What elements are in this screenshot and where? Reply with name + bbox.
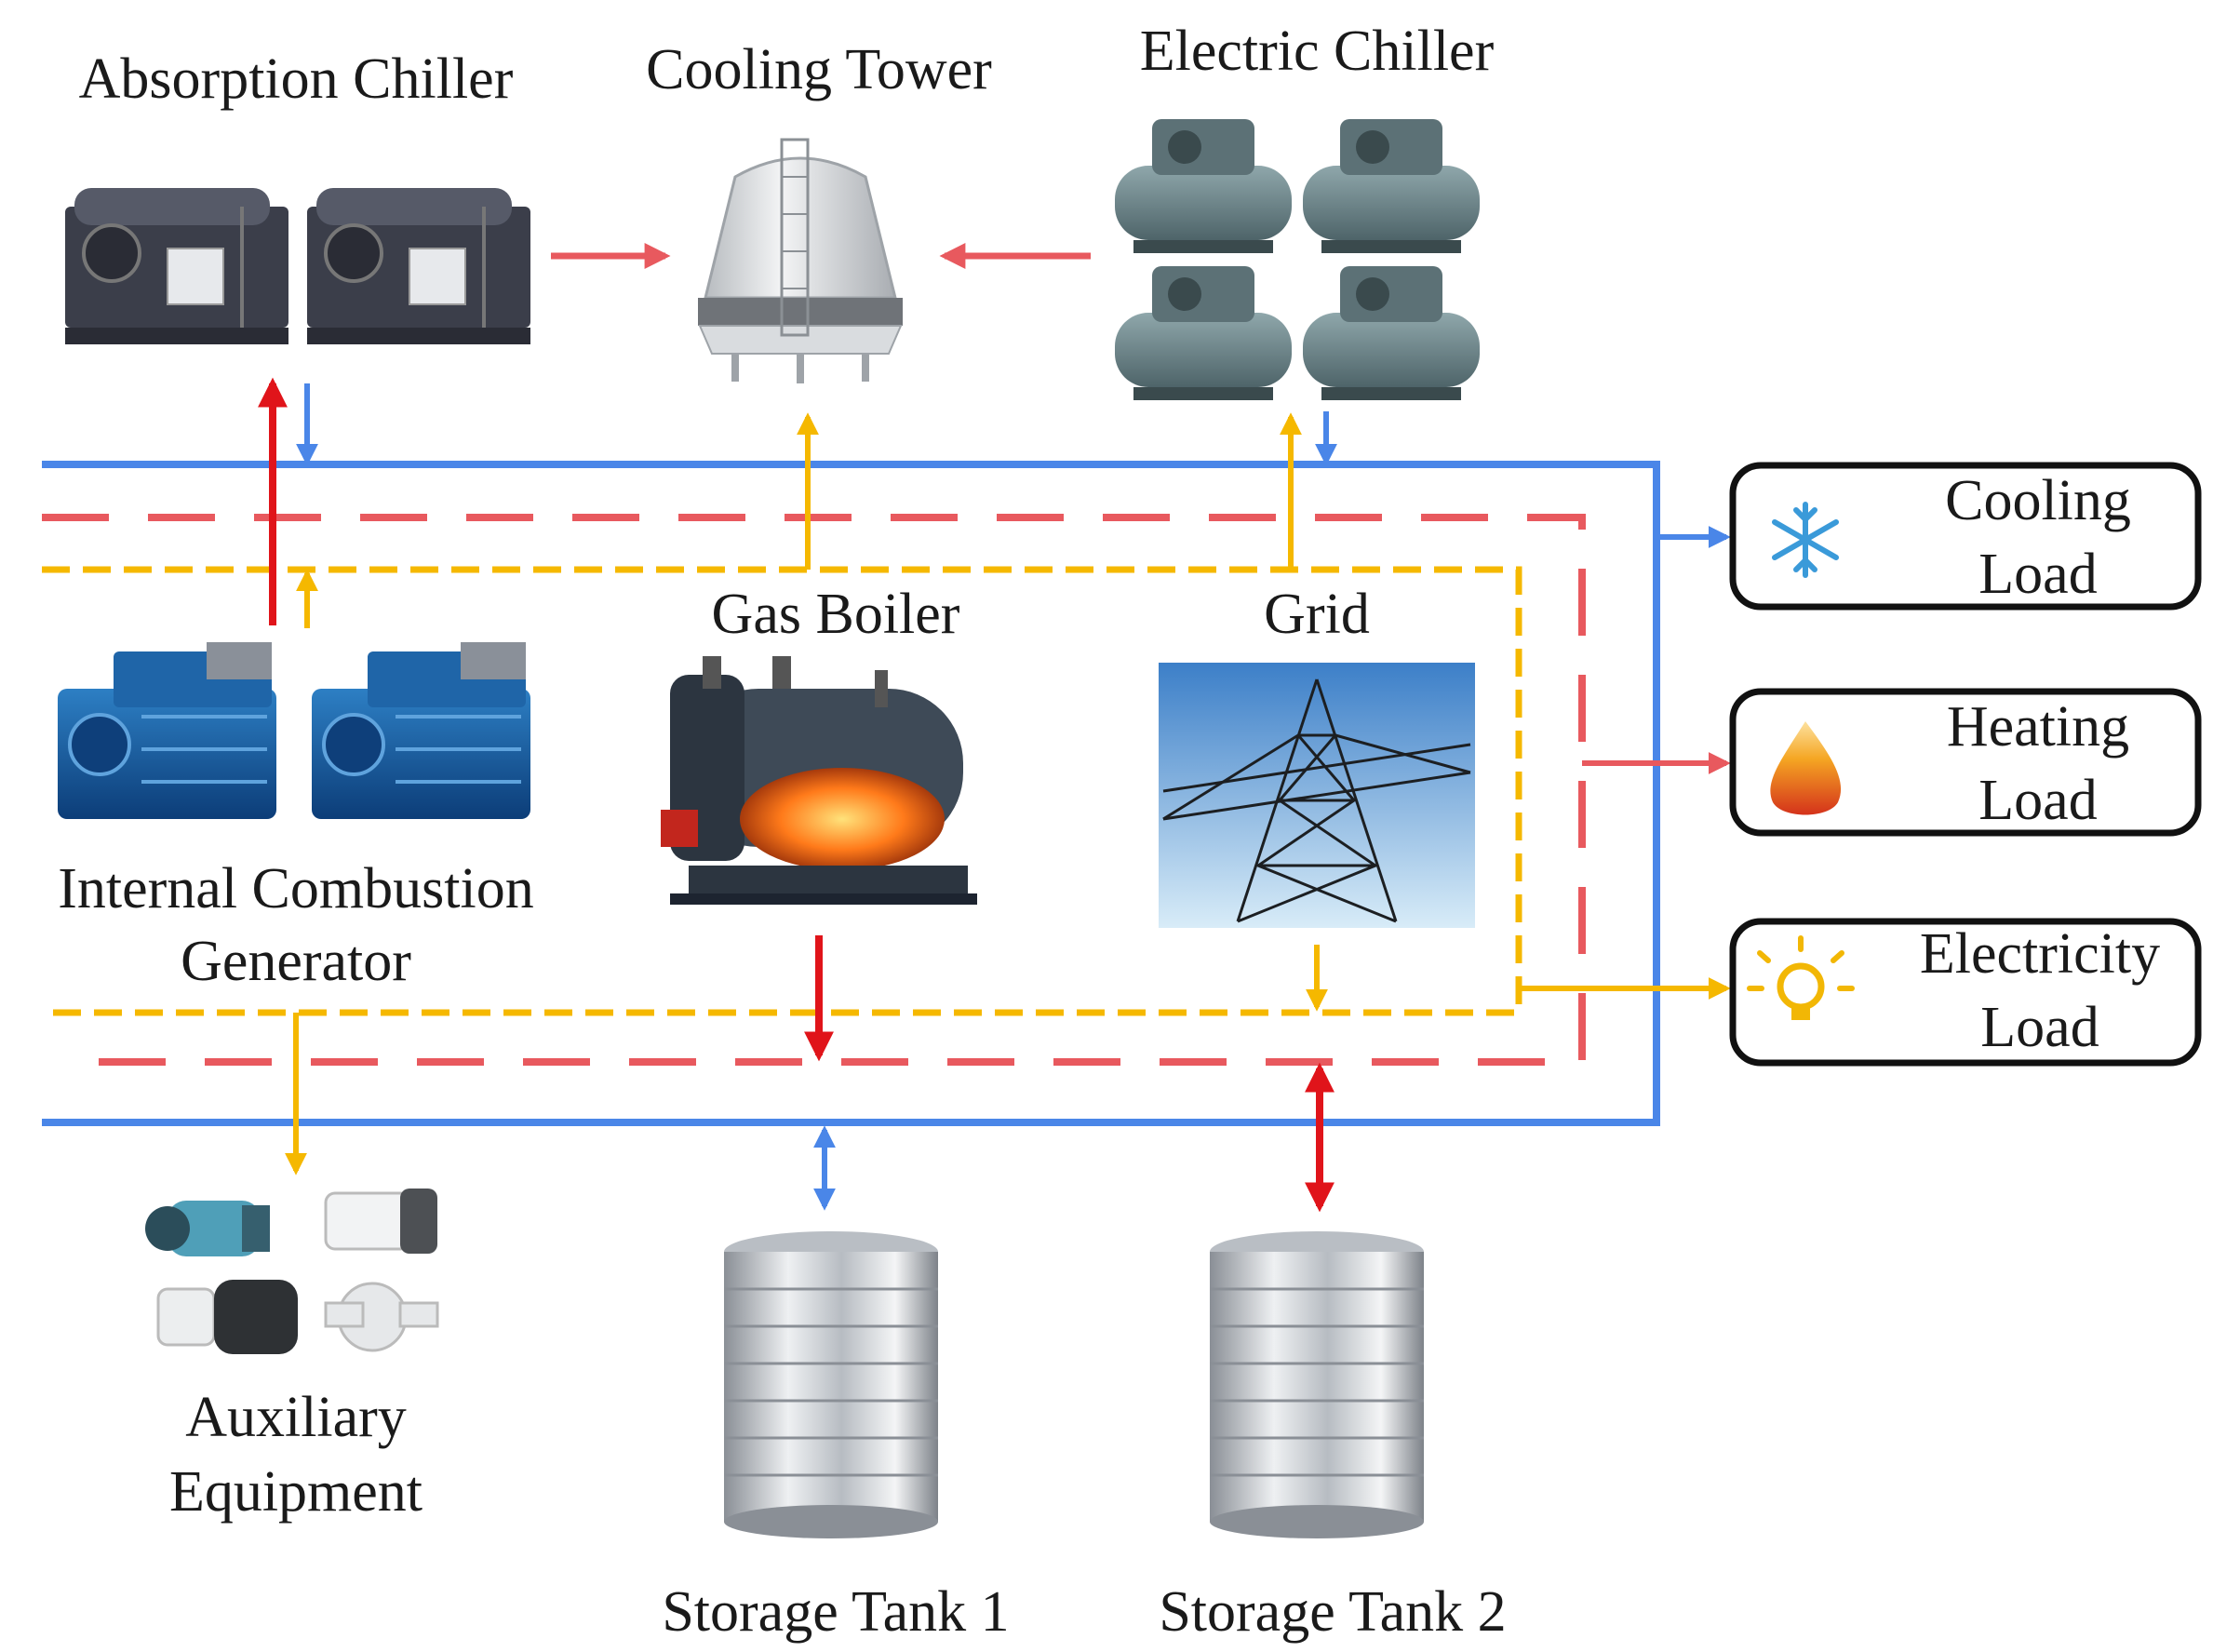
ice-generator-label-line2: Generator [181,930,411,993]
cooling-load-line1: Cooling [1945,469,2131,532]
storage-tank-1-image [724,1231,938,1538]
heating-load-line2: Load [1978,769,2097,832]
lightbulb-icon [1747,935,1855,1020]
storage-tank-2-image [1210,1231,1424,1538]
storage-tank-2-label: Storage Tank 2 [1159,1580,1506,1644]
gas-boiler-label: Gas Boiler [712,583,960,646]
electricity-load-line1: Electricity [1920,922,2160,986]
absorption-chiller-image [65,188,530,344]
grid-label: Grid [1264,583,1370,646]
electric-chiller-image [1115,119,1480,400]
gas-boiler-image [661,656,977,905]
cooling-tower-label: Cooling Tower [646,38,992,101]
cooling-tower-image [698,138,903,383]
cooling-bus [42,461,1660,1126]
auxiliary-equipment-image [145,1189,439,1354]
snowflake-icon [1772,502,1839,578]
electricity-load-line2: Load [1980,996,2099,1059]
electricity-load-box: Electricity Load [1729,918,2202,1067]
cooling-load-box: Cooling Load [1729,462,2202,611]
heating-load-line1: Heating [1947,695,2129,759]
heating-load-box: Heating Load [1729,688,2202,837]
electricity-bus [42,566,1522,1016]
absorption-chiller-label: Absorption Chiller [79,47,514,111]
auxiliary-equipment-label-line2: Equipment [169,1460,422,1524]
flame-icon [1770,721,1842,815]
ice-generator-label-line1: Internal Combustion [58,857,533,920]
internal-combustion-generator-image [58,642,530,819]
heating-bus [42,514,1586,1066]
auxiliary-equipment-label-line1: Auxiliary [185,1386,407,1449]
storage-tank-1-label: Storage Tank 1 [662,1580,1009,1644]
grid-image [1159,663,1475,928]
cooling-load-line2: Load [1978,543,2097,606]
electric-chiller-label: Electric Chiller [1140,20,1495,83]
